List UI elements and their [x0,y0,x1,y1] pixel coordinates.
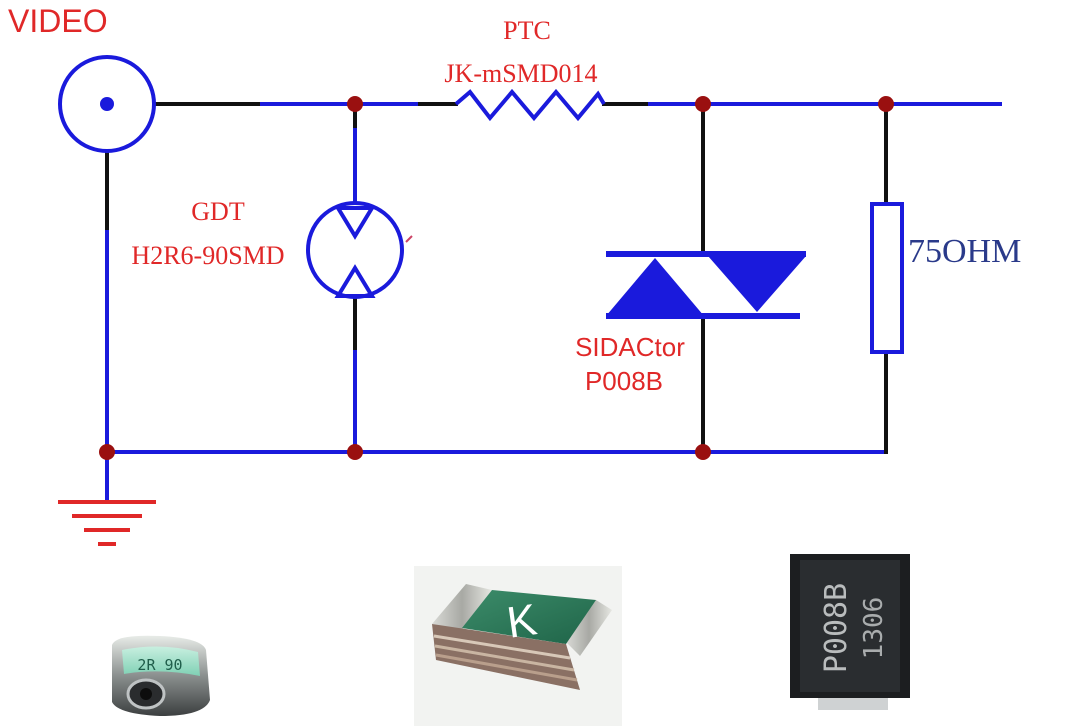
sidactor-symbol [606,251,806,319]
junction-dot [695,96,711,112]
gdt-tick-mark [405,235,413,243]
gdt-lower-electrode [334,264,376,298]
sidactor-part-label: P008B [585,366,663,396]
ptc-zigzag-symbol [454,88,606,122]
sidactor-photo-lead [818,698,888,710]
gdt-symbol [306,201,413,299]
resistor-75ohm-symbol [870,202,904,354]
ptc-part-label: JK-mSMD014 [444,59,597,88]
ptc-component-photo: K [414,566,622,726]
ptc-photo-marking: K [504,595,540,648]
gdt-photo-band [122,646,200,676]
gdt-part-label: H2R6-90SMD [131,241,284,270]
sidactor-right-triangle [708,256,806,312]
sidactor-photo-face [800,560,900,692]
sidactor-title-label: SIDACtor [575,332,685,362]
ptc-photo-left-cap [432,584,492,632]
junction-dot [347,444,363,460]
junctions [99,96,894,460]
gdt-title-label: GDT [191,197,245,226]
gdt-upper-electrode [334,206,376,240]
junction-dot [878,96,894,112]
ground-symbol [58,500,156,546]
gdt-envelope-circle [306,201,404,299]
sidactor-photo-marking-line2: 1306 [859,597,889,660]
junction-dot [347,96,363,112]
gdt-photo-marking: 2R 90 [137,656,182,674]
ptc-photo-top-face [462,590,596,644]
wires [105,102,1002,502]
coax-connector-symbol [58,55,156,153]
sidactor-photo-marking-line1: P008B [819,583,854,673]
gdt-component-photo: 2R 90 [112,635,210,716]
ptc-photo-right-cap [566,600,612,656]
junction-dot [99,444,115,460]
sidactor-component-photo: P008B 1306 [790,554,910,710]
ptc-title-label: PTC [503,16,551,45]
ptc-photo-layer-line [434,644,575,672]
coax-outer-circle [58,55,156,153]
resistor-value-label: 75OHM [908,233,1021,270]
ptc-photo-layer-line [433,634,571,660]
video-label: VIDEO [8,3,108,39]
coax-center-dot [100,97,114,111]
ptc-photo-layer-line [435,653,578,682]
sidactor-left-triangle [606,258,704,316]
gdt-photo-center-hole [140,688,152,700]
junction-dot [695,444,711,460]
